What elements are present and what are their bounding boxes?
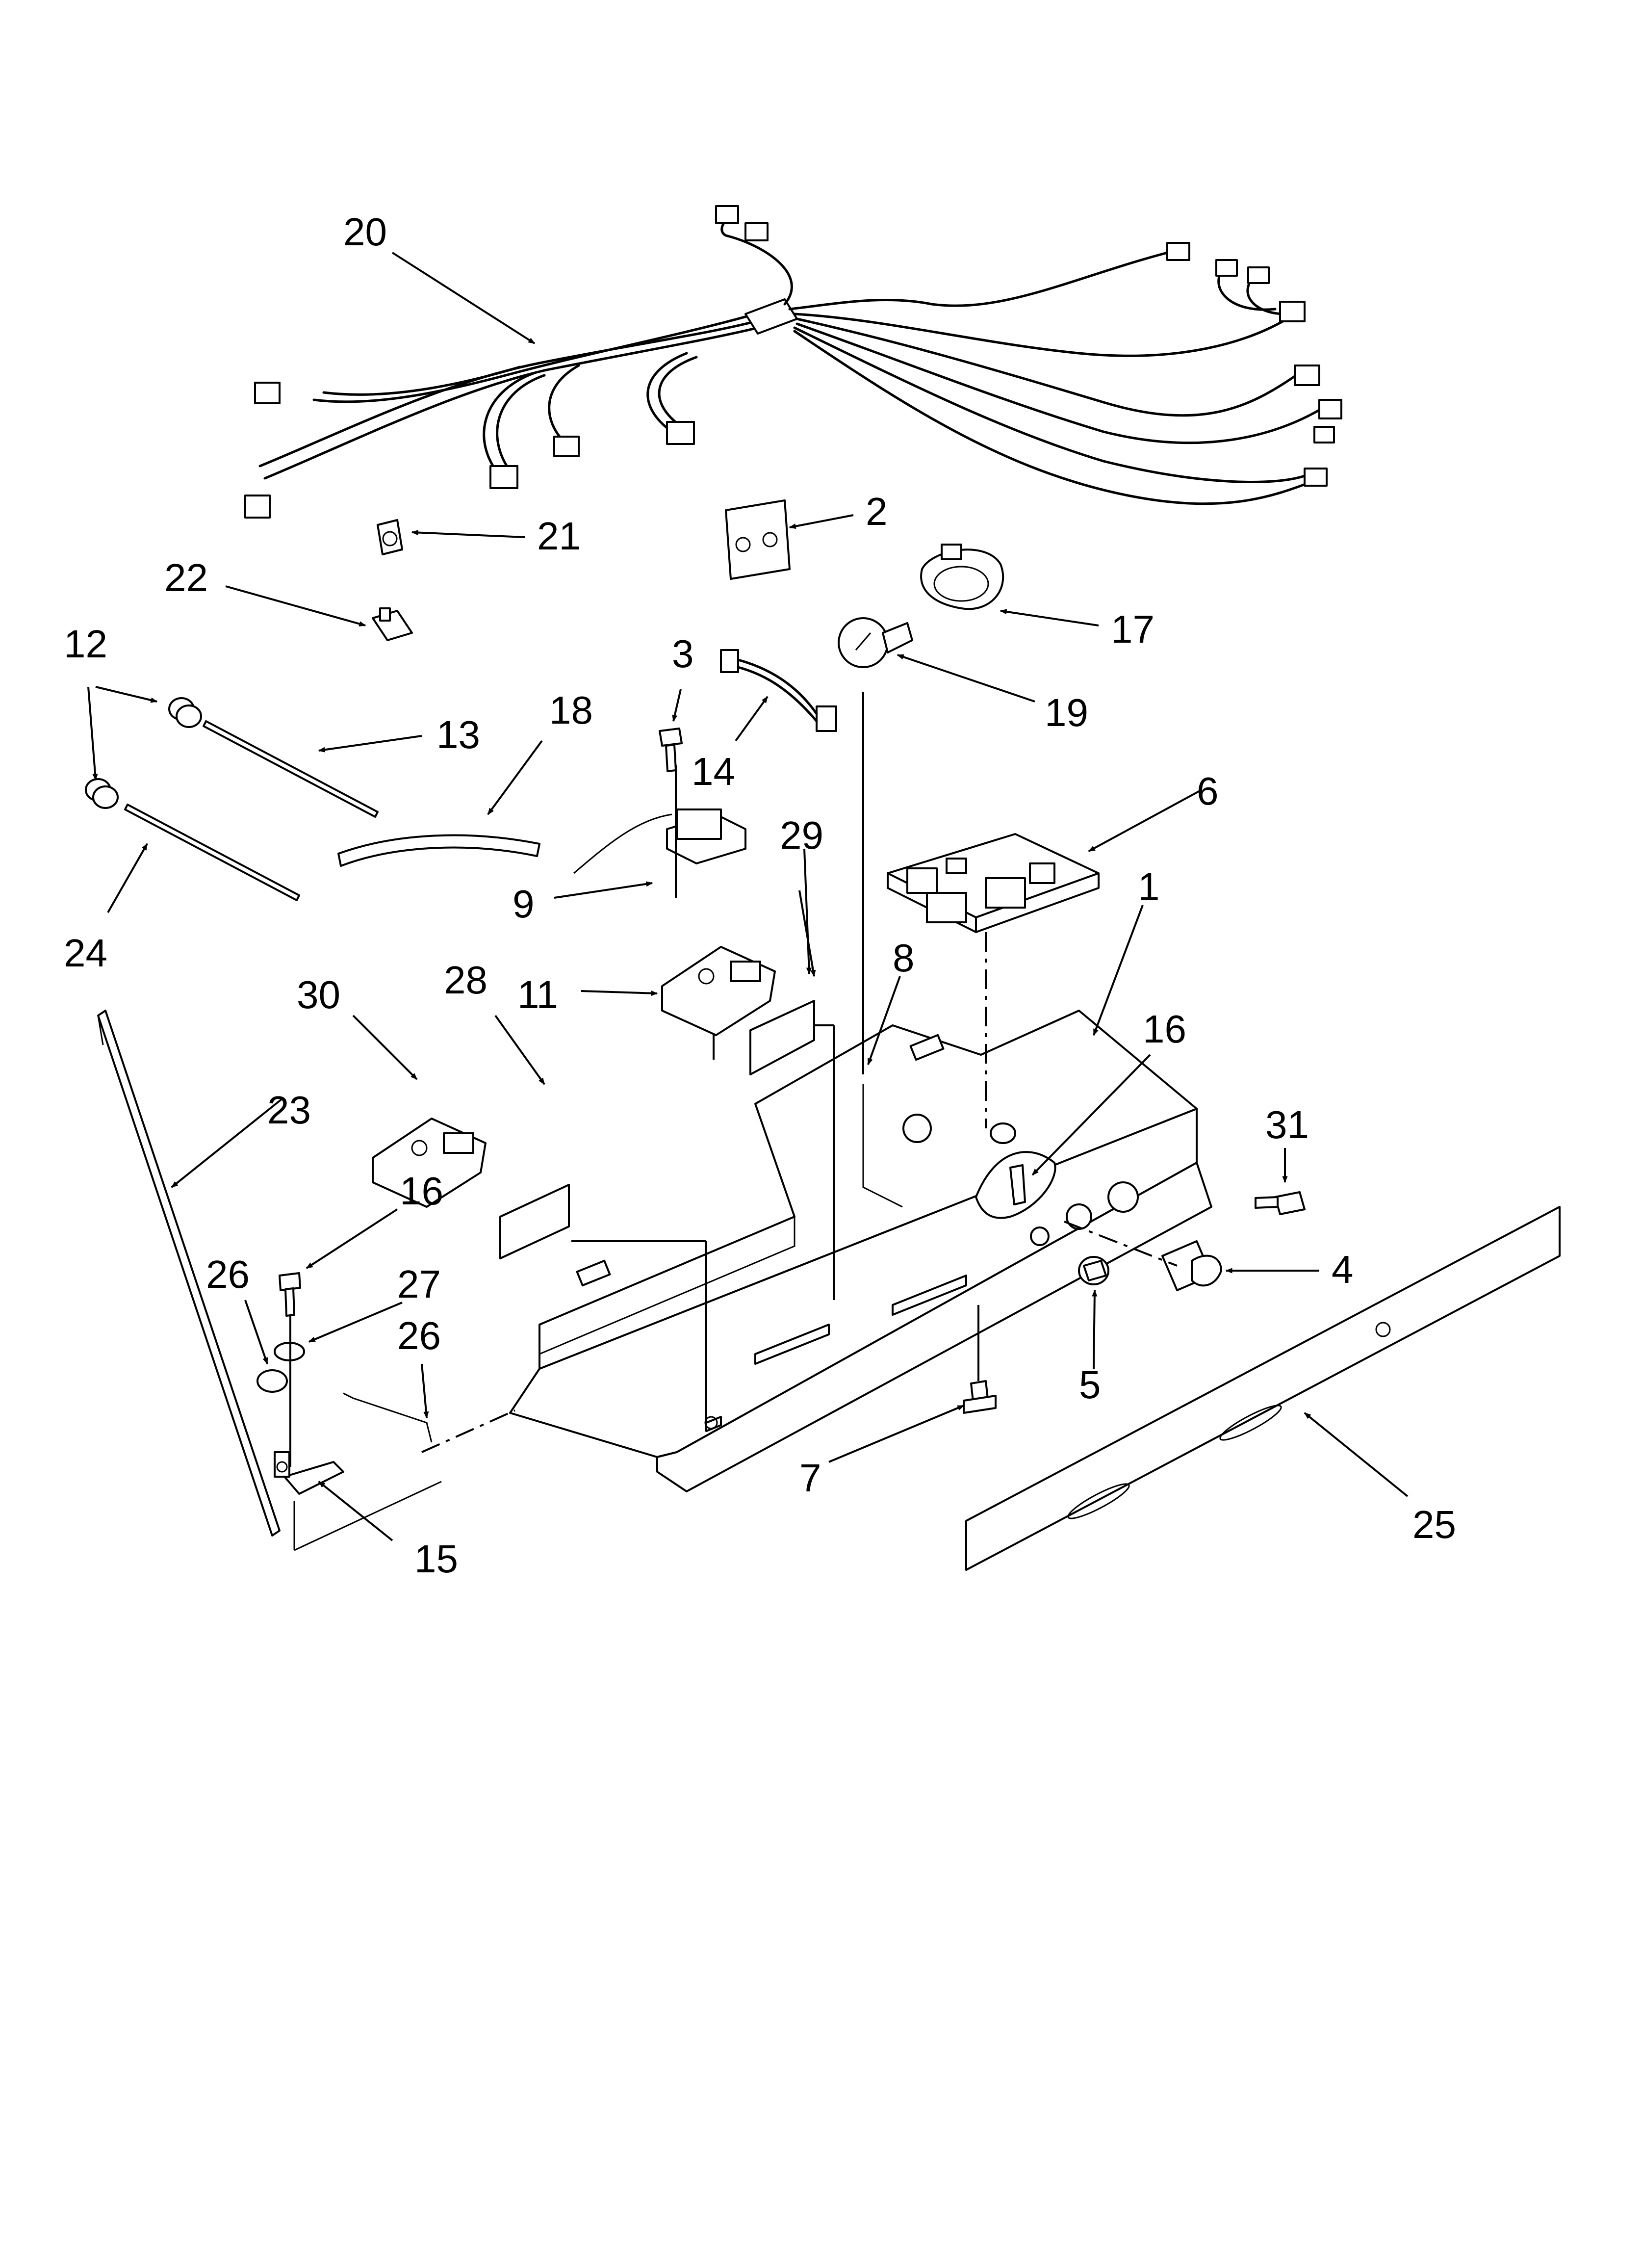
button-part-5 <box>1078 1256 1109 1285</box>
control-board-part-6 <box>887 833 1100 933</box>
callout-31: 31 <box>1265 1103 1309 1147</box>
callout-2: 2 <box>866 490 888 533</box>
callout-16-right: 16 <box>1143 1007 1186 1051</box>
label-part-26-left <box>499 1184 570 1259</box>
grommet-part-12 <box>85 697 202 809</box>
callout-19: 19 <box>1045 691 1088 734</box>
bracket-part-16-right <box>975 1151 1056 1219</box>
callout-5: 5 <box>1079 1363 1101 1407</box>
screw-part-16-left <box>279 1272 301 1317</box>
callout-15: 15 <box>414 1537 458 1581</box>
callout-8: 8 <box>893 936 915 980</box>
callout-24: 24 <box>64 931 107 975</box>
rod-part-14 <box>203 720 379 818</box>
clip-part-22 <box>372 607 413 641</box>
callout-1: 1 <box>1138 865 1160 909</box>
hinge-part-15 <box>274 1451 344 1495</box>
bracket-part-27 <box>372 1118 487 1208</box>
callout-14: 13 <box>436 713 480 756</box>
callout-30: 26 <box>206 1252 250 1296</box>
wire-jumper-part-13 <box>720 649 837 732</box>
trim-part-25 <box>965 1206 1561 1571</box>
label-part-26-right <box>749 1000 815 1075</box>
callout-4: 4 <box>1332 1248 1354 1291</box>
washer-part-16 <box>990 1122 1016 1144</box>
light-bulb-part-19 <box>838 617 913 668</box>
screw-part-3 <box>659 728 683 772</box>
callout-20: 20 <box>343 210 387 254</box>
callout-28: 26 <box>397 1314 441 1357</box>
rod-part-23 <box>97 1010 281 1537</box>
callout-9: 9 <box>513 882 535 926</box>
callout-16-left: 16 <box>400 1169 443 1213</box>
callout-29: 27 <box>397 1262 441 1306</box>
rod-part-24 <box>124 804 300 901</box>
callout-17: 17 <box>1111 607 1155 651</box>
callout-21: 21 <box>537 514 581 558</box>
callout-26-right: 29 <box>780 813 823 857</box>
tube-part-18 <box>337 834 540 867</box>
callout-arrows <box>87 252 1409 1541</box>
callout-13: 14 <box>692 750 735 793</box>
connector-part-21 <box>377 519 403 555</box>
callout-22: 22 <box>164 556 208 600</box>
screw-part-31 <box>1255 1191 1306 1215</box>
washer-part-30 <box>257 1369 288 1393</box>
callout-6: 6 <box>1197 769 1219 813</box>
callout-26-left: 28 <box>444 958 487 1002</box>
switch-part-4 <box>1161 1240 1222 1291</box>
control-housing-part-1 <box>509 1010 1212 1492</box>
bracket-part-11 <box>661 946 776 1060</box>
callout-25: 25 <box>1412 1503 1456 1546</box>
callout-27: 30 <box>297 973 340 1017</box>
switch-part-9 <box>573 765 746 898</box>
cover-plate-part-2 <box>725 499 791 580</box>
callout-3: 3 <box>672 632 694 676</box>
lamp-socket-part-17 <box>920 544 1004 610</box>
callout-12: 12 <box>64 622 107 666</box>
clip-part-28 <box>343 1392 433 1443</box>
callout-7: 7 <box>799 1456 821 1500</box>
callout-23: 23 <box>267 1088 311 1132</box>
callout-labels: 20 21 2 22 17 19 3 14 12 13 18 9 24 6 1 … <box>64 210 1456 1581</box>
callout-11: 11 <box>517 973 558 1017</box>
callout-18: 18 <box>549 688 593 732</box>
wire-harness-part <box>244 205 1342 519</box>
